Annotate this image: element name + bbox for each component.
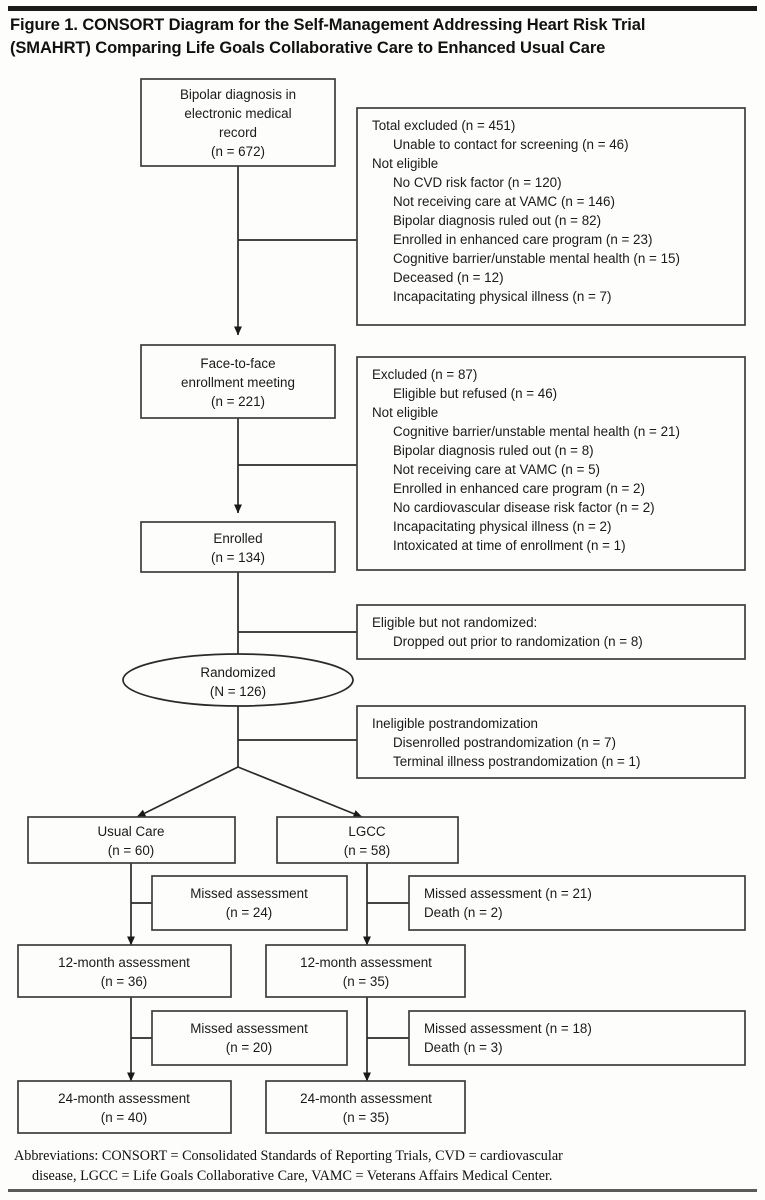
node-lgcc-24-month: 24-month assessment (n = 35) xyxy=(265,1080,466,1134)
excluded-screening-line-10: Incapacitating physical illness (n = 7) xyxy=(393,289,611,304)
side-box-excluded-screening: Total excluded (n = 451) Unable to conta… xyxy=(356,107,746,326)
uc-loss-24-line-2: (n = 20) xyxy=(226,1040,273,1055)
node-screened-line-4: (n = 672) xyxy=(211,144,265,159)
uc-loss-12-line-2: (n = 24) xyxy=(226,905,273,920)
excluded-screening-line-5: Not receiving care at VAMC (n = 146) xyxy=(393,194,615,209)
lgcc-loss-24-line-2: Death (n = 3) xyxy=(424,1040,503,1055)
node-f2f-line-1: Face-to-face xyxy=(200,356,275,371)
excluded-screening-line-4: No CVD risk factor (n = 120) xyxy=(393,175,562,190)
node-randomized: Randomized (N = 126) xyxy=(122,653,354,707)
node-usual-care-12-month: 12-month assessment (n = 36) xyxy=(17,944,232,998)
not-randomized-line-2: Dropped out prior to randomization (n = … xyxy=(393,634,643,649)
bottom-rule xyxy=(8,1189,757,1192)
excluded-screening-line-3: Not eligible xyxy=(372,156,438,171)
node-uc-12mo-line-2: (n = 36) xyxy=(101,974,148,989)
uc-loss-24-line-1: Missed assessment xyxy=(190,1021,308,1036)
consort-flow-diagram: Bipolar diagnosis in electronic medical … xyxy=(17,78,746,1134)
node-usual-care-24-month: 24-month assessment (n = 40) xyxy=(17,1080,232,1134)
figure-footnote: Abbreviations: CONSORT = Consolidated St… xyxy=(14,1146,754,1186)
connector-lgcc-12mo-to-24mo xyxy=(363,997,409,1082)
excluded-enrollment-line-1: Excluded (n = 87) xyxy=(372,367,477,382)
lgcc-loss-12-line-2: Death (n = 2) xyxy=(424,905,503,920)
excluded-screening-line-9: Deceased (n = 12) xyxy=(393,270,504,285)
node-lgcc-line-2: (n = 58) xyxy=(344,843,391,858)
node-randomized-line-2: (N = 126) xyxy=(210,684,266,699)
connector-f2f-to-enrolled xyxy=(234,418,357,514)
node-usual-care-line-1: Usual Care xyxy=(98,824,165,839)
side-box-ineligible-postrandomization: Ineligible postrandomization Disenrolled… xyxy=(356,705,746,779)
figure-title-line-1: Figure 1. CONSORT Diagram for the Self-M… xyxy=(10,16,646,34)
side-box-usual-care-loss-24: Missed assessment (n = 20) xyxy=(151,1010,348,1066)
node-lgcc-line-1: LGCC xyxy=(348,824,386,839)
node-randomized-line-1: Randomized xyxy=(200,665,275,680)
connector-usual-care-to-12mo xyxy=(127,863,152,946)
footnote-line-2: disease, LGCC = Life Goals Collaborative… xyxy=(32,1168,553,1185)
side-box-not-randomized: Eligible but not randomized: Dropped out… xyxy=(356,604,746,660)
excluded-screening-line-8: Cognitive barrier/unstable mental health… xyxy=(393,251,680,266)
ineligible-post-line-1: Ineligible postrandomization xyxy=(372,716,538,731)
node-screened-line-1: Bipolar diagnosis in xyxy=(180,87,296,102)
node-enrolled-line-2: (n = 134) xyxy=(211,550,265,565)
not-randomized-line-1: Eligible but not randomized: xyxy=(372,615,537,630)
excluded-enrollment-line-5: Bipolar diagnosis ruled out (n = 8) xyxy=(393,443,594,458)
excluded-enrollment-line-9: Incapacitating physical illness (n = 2) xyxy=(393,519,611,534)
top-rule xyxy=(8,6,757,11)
connector-randomized-fork xyxy=(136,706,363,818)
side-box-lgcc-loss-12: Missed assessment (n = 21) Death (n = 2) xyxy=(408,875,746,931)
side-box-excluded-enrollment: Excluded (n = 87) Eligible but refused (… xyxy=(356,356,746,571)
lgcc-loss-12-line-1: Missed assessment (n = 21) xyxy=(424,886,592,901)
excluded-enrollment-line-2: Eligible but refused (n = 46) xyxy=(393,386,557,401)
connector-screened-to-f2f xyxy=(234,166,357,336)
node-uc-12mo-line-1: 12-month assessment xyxy=(58,955,190,970)
node-enrolled-line-1: Enrolled xyxy=(213,531,262,546)
excluded-enrollment-line-6: Not receiving care at VAMC (n = 5) xyxy=(393,462,600,477)
lgcc-loss-24-line-1: Missed assessment (n = 18) xyxy=(424,1021,592,1036)
excluded-screening-line-6: Bipolar diagnosis ruled out (n = 82) xyxy=(393,213,601,228)
excluded-enrollment-line-4: Cognitive barrier/unstable mental health… xyxy=(393,424,680,439)
node-lgcc-12-month: 12-month assessment (n = 35) xyxy=(265,944,466,998)
ineligible-post-line-2: Disenrolled postrandomization (n = 7) xyxy=(393,735,616,750)
side-box-lgcc-loss-24: Missed assessment (n = 18) Death (n = 3) xyxy=(408,1010,746,1066)
ineligible-post-line-3: Terminal illness postrandomization (n = … xyxy=(393,754,640,769)
node-enrolled: Enrolled (n = 134) xyxy=(140,521,336,573)
excluded-enrollment-line-10: Intoxicated at time of enrollment (n = 1… xyxy=(393,538,626,553)
uc-loss-12-line-1: Missed assessment xyxy=(190,886,308,901)
node-screened-line-2: electronic medical xyxy=(184,106,291,121)
node-screened-line-3: record xyxy=(219,125,257,140)
node-lgcc-24mo-line-2: (n = 35) xyxy=(343,1110,390,1125)
node-lgcc: LGCC (n = 58) xyxy=(276,816,459,864)
excluded-screening-line-2: Unable to contact for screening (n = 46) xyxy=(393,137,629,152)
node-lgcc-24mo-line-1: 24-month assessment xyxy=(300,1091,432,1106)
node-f2f-line-2: enrollment meeting xyxy=(181,375,295,390)
connector-uc-12mo-to-24mo xyxy=(127,997,152,1082)
excluded-enrollment-line-3: Not eligible xyxy=(372,405,438,420)
node-usual-care-line-2: (n = 60) xyxy=(108,843,155,858)
node-lgcc-12mo-line-2: (n = 35) xyxy=(343,974,390,989)
node-usual-care: Usual Care (n = 60) xyxy=(27,816,236,864)
excluded-screening-line-7: Enrolled in enhanced care program (n = 2… xyxy=(393,232,652,247)
node-screened: Bipolar diagnosis in electronic medical … xyxy=(140,78,336,167)
excluded-screening-line-1: Total excluded (n = 451) xyxy=(372,118,515,133)
node-lgcc-12mo-line-1: 12-month assessment xyxy=(300,955,432,970)
connector-lgcc-to-12mo xyxy=(363,863,409,946)
excluded-enrollment-line-7: Enrolled in enhanced care program (n = 2… xyxy=(393,481,645,496)
node-face-to-face: Face-to-face enrollment meeting (n = 221… xyxy=(140,344,336,419)
node-uc-24mo-line-1: 24-month assessment xyxy=(58,1091,190,1106)
node-f2f-line-3: (n = 221) xyxy=(211,394,265,409)
side-box-usual-care-loss-12: Missed assessment (n = 24) xyxy=(151,875,348,931)
figure-title: Figure 1. CONSORT Diagram for the Self-M… xyxy=(10,14,758,60)
node-uc-24mo-line-2: (n = 40) xyxy=(101,1110,148,1125)
connector-enrolled-to-randomized xyxy=(237,572,357,654)
figure-title-line-2: (SMAHRT) Comparing Life Goals Collaborat… xyxy=(10,38,606,57)
footnote-line-1: Abbreviations: CONSORT = Consolidated St… xyxy=(14,1148,563,1164)
excluded-enrollment-line-8: No cardiovascular disease risk factor (n… xyxy=(393,500,655,515)
